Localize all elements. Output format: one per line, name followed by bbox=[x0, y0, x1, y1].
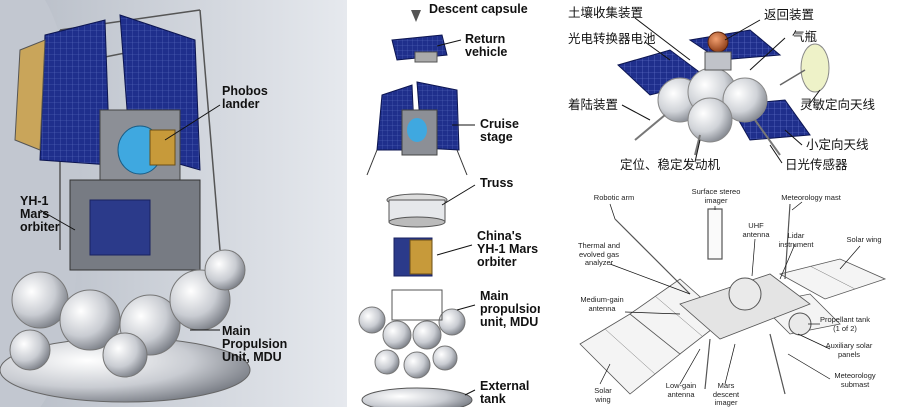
label-aux-solar: Auxiliary solar panels bbox=[825, 341, 873, 359]
legs bbox=[704, 333, 786, 395]
lander-line-illustration bbox=[579, 201, 887, 395]
label-return-vehicle: Return vehicle bbox=[465, 32, 508, 59]
label-mdu: Main Propulsion Unit, MDU bbox=[222, 324, 288, 364]
label-lidar: Lidar instrument bbox=[778, 231, 814, 249]
br-leader-lines bbox=[599, 201, 861, 385]
hga-dish bbox=[800, 43, 830, 93]
label-soil-collection: 土壤收集装置 bbox=[568, 5, 644, 20]
label-met-mast: Meteorology mast bbox=[781, 193, 841, 202]
label-robotic-arm: Robotic arm bbox=[593, 193, 635, 202]
label-hga: 灵敏定向天线 bbox=[800, 97, 876, 112]
mdu-spheres bbox=[358, 306, 466, 379]
label-uhf: UHF antenna bbox=[742, 221, 770, 239]
label-lga: 小定向天线 bbox=[806, 137, 869, 152]
label-prop-tank: Propellant tank (1 of 2) bbox=[819, 315, 871, 333]
tr-leader-lines bbox=[621, 17, 821, 164]
robotic-arm-shape bbox=[614, 218, 691, 295]
label-truss: Truss bbox=[480, 176, 514, 190]
side-panel bbox=[14, 39, 46, 151]
label-cruise-stage: Cruise stage bbox=[480, 117, 519, 144]
label-medium-gain: Medium-gain antenna bbox=[580, 295, 624, 313]
label-main-propulsion: Main propulsion unit, MDU bbox=[480, 289, 540, 329]
label-sun-sensor: 日光传感器 bbox=[785, 157, 848, 172]
label-thrusters: 定位、稳定发动机 bbox=[620, 157, 721, 172]
panel-phobos-grunt-stack: Phobos lander YH-1 Mars orbiter Main Pro… bbox=[0, 0, 347, 407]
mid-leader-lines bbox=[436, 39, 476, 396]
label-descent-capsule: Descent capsule bbox=[429, 2, 528, 16]
label-tega: Thermal and evolved gas analyzer bbox=[577, 241, 621, 267]
label-return-device: 返回装置 bbox=[764, 7, 815, 22]
label-gas-cylinder: 气瓶 bbox=[792, 29, 818, 44]
return-capsule bbox=[707, 31, 729, 53]
panel-lander-line-drawing: Robotic arm Surface stereo imager Meteor… bbox=[540, 184, 900, 407]
label-yh1-orbiter: YH-1 Mars orbiter bbox=[20, 194, 60, 234]
label-low-gain: Low-gain antenna bbox=[665, 381, 697, 399]
propellant-tank-shape bbox=[728, 277, 762, 311]
exploded-view-illustration bbox=[358, 10, 476, 407]
lander-tanks bbox=[657, 67, 768, 143]
orbiter-panel bbox=[89, 199, 151, 256]
landing-legs bbox=[634, 114, 781, 156]
label-external-tank: External tank bbox=[480, 379, 530, 406]
label-solar-wing-left: Solar wing bbox=[594, 386, 612, 404]
solar-wing-right-shape bbox=[778, 258, 887, 300]
panel-grid-lines bbox=[604, 265, 856, 375]
descent-capsule-shape bbox=[411, 10, 421, 22]
panel-lander-chinese: 土壤收集装置 光电转换器电池 返回装置 气瓶 着陆装置 灵敏定向天线 小定向天线… bbox=[540, 0, 900, 184]
label-stereo-imager: Surface stereo imager bbox=[691, 187, 741, 205]
left-spacecraft-illustration bbox=[0, 0, 347, 407]
label-solar-cell: 光电转换器电池 bbox=[568, 31, 656, 46]
label-solar-wing-right: Solar wing bbox=[846, 235, 882, 244]
met-mast-shape bbox=[784, 203, 791, 280]
lander-chinese-illustration bbox=[617, 17, 830, 164]
propellant-spheres bbox=[9, 249, 246, 378]
external-tank-shape bbox=[361, 387, 473, 407]
label-mardi: Mars descent imager bbox=[712, 381, 740, 407]
label-china-yh1: China's YH-1 Mars orbiter bbox=[477, 229, 539, 269]
gold-foil-module bbox=[149, 129, 176, 166]
label-met-submast: Meteorology submast bbox=[834, 371, 876, 389]
left-leader-lines bbox=[39, 104, 221, 331]
stereo-imager-shape bbox=[707, 208, 723, 260]
label-phobos-lander: Phobos lander bbox=[222, 84, 268, 111]
panel-exploded-stack: Descent capsule Return vehicle Cruise st… bbox=[347, 0, 540, 407]
label-landing-gear: 着陆装置 bbox=[568, 97, 619, 112]
